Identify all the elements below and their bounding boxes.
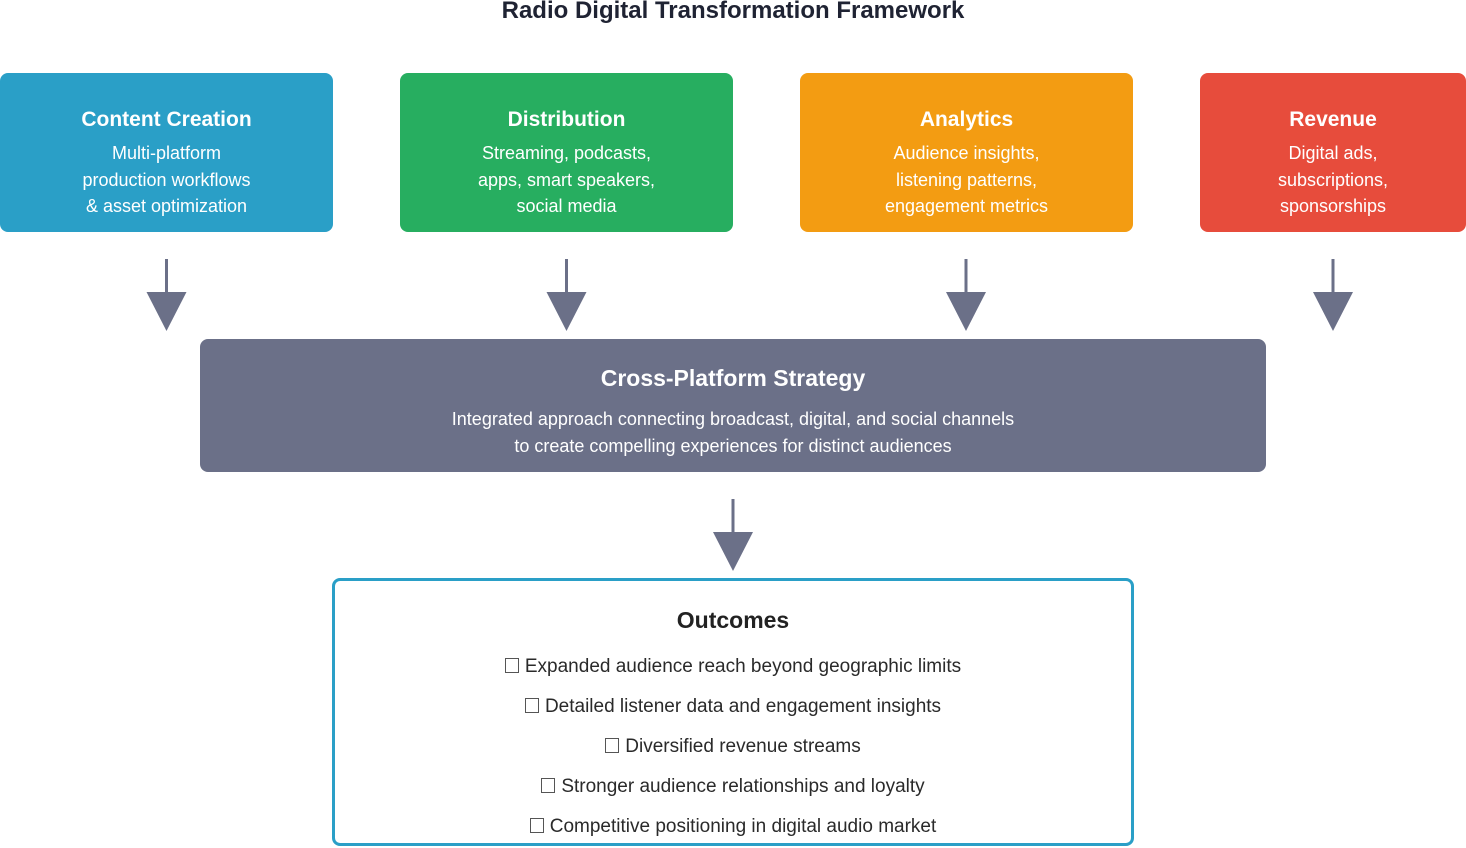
pillar-title: Distribution — [507, 108, 626, 131]
outcome-item: ​ Diversified revenue streams — [335, 735, 1131, 759]
arrow-content-creation-to-strategy — [146, 259, 187, 331]
strategy-description-line: to create compelling experiences for dis… — [514, 436, 952, 456]
outcome-item: ​ Competitive positioning in digital audi… — [335, 815, 1131, 839]
pillar-description-line: social media — [516, 196, 617, 216]
pillar-title: Analytics — [919, 108, 1014, 131]
pillar-description-line: apps, smart speakers, — [477, 170, 656, 190]
pillar-description-line: Streaming, podcasts, — [481, 143, 652, 163]
pillar-description-line: Multi-platform — [111, 143, 222, 163]
pillar-box-revenue: Revenue Digital ads, subscriptions, spon… — [1200, 73, 1466, 232]
outcome-item: ​ Expanded audience reach beyond geograph… — [335, 655, 1131, 679]
outcome-text: Stronger audience relationships and loya… — [561, 776, 925, 797]
pillar-box-analytics: Analytics Audience insights, listening p… — [800, 73, 1133, 232]
pillar-description-line: production workflows — [82, 170, 251, 190]
missing-glyph-icon: ​ — [524, 698, 539, 713]
pillar-description-line: Digital ads, — [1288, 143, 1378, 163]
diagram-title: Radio Digital Transformation Framework — [501, 0, 965, 24]
arrow-revenue-to-strategy — [1313, 259, 1353, 331]
outcome-text: Expanded audience reach beyond geographi… — [524, 656, 962, 677]
outcome-text: Detailed listener data and engagement in… — [544, 696, 942, 717]
missing-glyph-icon: ​ — [541, 778, 556, 793]
outcomes-box: Outcomes ​ Expanded audience reach beyond… — [332, 578, 1134, 846]
pillar-description-line: subscriptions, — [1277, 170, 1389, 190]
pillar-title: Revenue — [1289, 108, 1377, 131]
pillar-title: Content Creation — [81, 108, 252, 131]
missing-glyph-icon: ​ — [504, 658, 519, 673]
strategy-box: Cross-Platform Strategy Integrated appro… — [200, 339, 1266, 472]
arrow-strategy-to-outcomes — [713, 499, 753, 571]
pillar-description-line: engagement metrics — [884, 196, 1049, 216]
outcome-text: Competitive positioning in digital audio… — [549, 816, 937, 837]
pillar-description-line: & asset optimization — [85, 196, 248, 216]
arrow-analytics-to-strategy — [946, 259, 986, 331]
strategy-description-line: Integrated approach connecting broadcast… — [451, 409, 1015, 429]
outcome-item: ​ Detailed listener data and engagement i… — [335, 695, 1131, 719]
pillar-description-line: listening patterns, — [895, 170, 1038, 190]
outcome-item: ​ Stronger audience relationships and loy… — [335, 775, 1131, 799]
missing-glyph-icon: ​ — [605, 738, 620, 753]
pillar-box-distribution: Distribution Streaming, podcasts, apps, … — [400, 73, 733, 232]
outcome-text: Diversified revenue streams — [625, 736, 861, 757]
pillar-box-content-creation: Content Creation Multi-platform producti… — [0, 73, 333, 232]
arrow-distribution-to-strategy — [546, 259, 587, 331]
missing-glyph-icon: ​ — [529, 818, 544, 833]
pillar-description-line: Audience insights, — [893, 143, 1040, 163]
strategy-title: Cross-Platform Strategy — [600, 365, 866, 391]
pillar-description-line: sponsorships — [1279, 196, 1387, 216]
outcomes-title: Outcomes — [676, 607, 790, 633]
